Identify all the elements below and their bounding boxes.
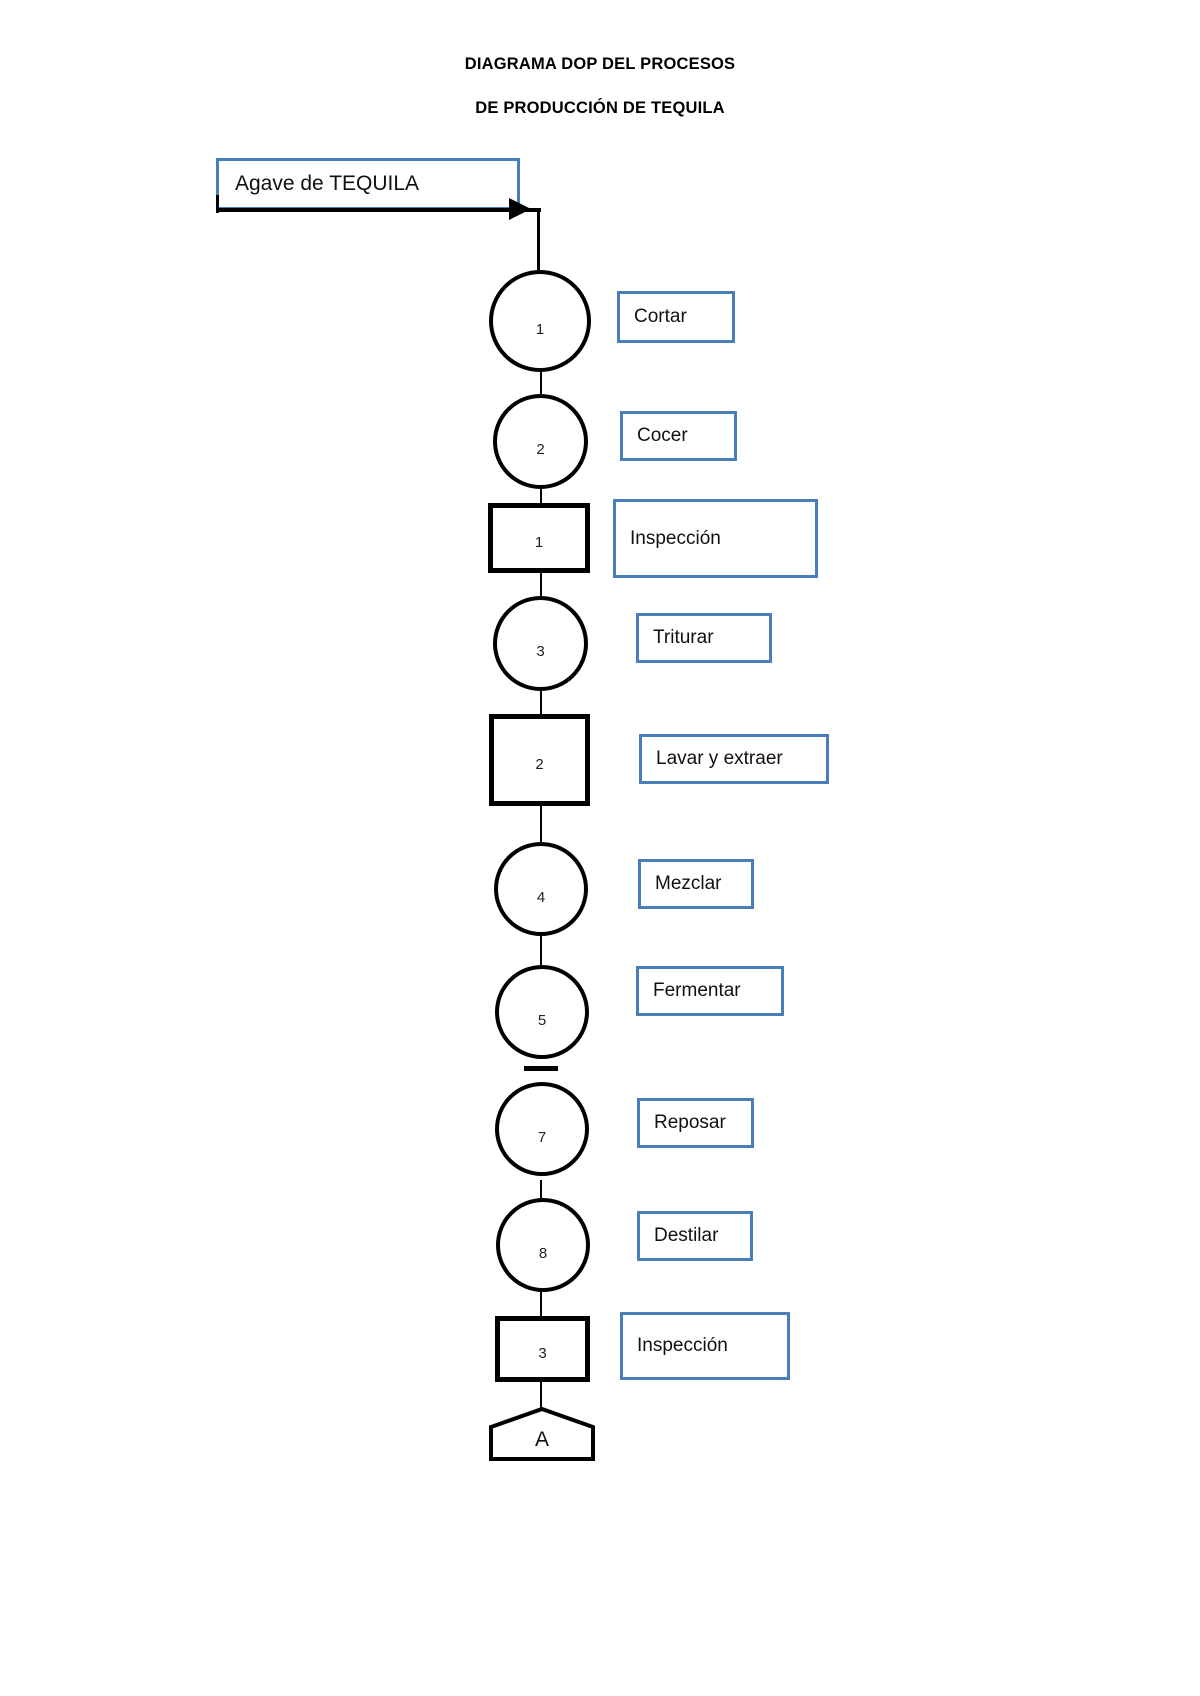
label-box-inspeccion-3[interactable]: Inspección <box>620 1312 790 1380</box>
operation-circle-4[interactable]: 4 <box>494 842 588 936</box>
label-box-reposar[interactable]: Reposar <box>637 1098 754 1148</box>
inspection-square-1[interactable]: 1 <box>488 503 590 573</box>
input-box-agave[interactable]: Agave de TEQUILA <box>216 158 520 210</box>
inspection-number-1: 1 <box>534 533 544 551</box>
operation-number-8: 8 <box>538 1244 548 1262</box>
operation-circle-8[interactable]: 8 <box>496 1198 590 1292</box>
connector-a-outline-icon <box>489 1406 595 1461</box>
label-text-fermentar: Fermentar <box>653 980 741 1001</box>
label-box-destilar[interactable]: Destilar <box>637 1211 753 1261</box>
label-box-inspeccion-1[interactable]: Inspección <box>613 499 818 578</box>
connector-line-insp1-3 <box>540 572 542 604</box>
label-text-cocer: Cocer <box>637 425 688 446</box>
page-title-line-2: DE PRODUCCIÓN DE TEQUILA <box>475 99 725 117</box>
label-text-destilar: Destilar <box>654 1225 719 1246</box>
connector-line-1-2 <box>540 368 542 400</box>
label-text-lavar-extraer: Lavar y extraer <box>656 748 783 769</box>
operation-circle-7[interactable]: 7 <box>495 1082 589 1176</box>
input-box-label: Agave de TEQUILA <box>235 172 420 195</box>
inspection-square-3[interactable]: 3 <box>495 1316 590 1382</box>
connector-line-7-8 <box>540 1180 542 1210</box>
arrow-horizontal-segment <box>217 208 541 212</box>
connector-a-letter: A <box>534 1428 549 1451</box>
inspection-number-2: 2 <box>535 755 544 773</box>
operation-number-3: 3 <box>536 643 545 660</box>
inspection-square-2[interactable]: 2 <box>489 714 590 806</box>
connector-line-insp2-4 <box>540 803 542 845</box>
label-text-inspeccion-1: Inspección <box>630 527 721 549</box>
operation-circle-5[interactable]: 5 <box>495 965 589 1059</box>
operation-circle-3[interactable]: 3 <box>493 596 588 691</box>
label-box-triturar[interactable]: Triturar <box>636 613 772 663</box>
label-text-inspeccion-3: Inspección <box>637 1335 728 1356</box>
operation-number-7: 7 <box>537 1128 547 1146</box>
operation-number-2: 2 <box>536 441 545 458</box>
label-text-triturar: Triturar <box>653 627 714 648</box>
label-box-fermentar[interactable]: Fermentar <box>636 966 784 1016</box>
connector-line-8-insp3 <box>540 1291 542 1318</box>
operation-number-5: 5 <box>537 1011 547 1029</box>
label-box-cortar[interactable]: Cortar <box>617 291 735 343</box>
operation-number-4: 4 <box>536 888 546 906</box>
label-text-cortar: Cortar <box>634 306 687 327</box>
label-box-cocer[interactable]: Cocer <box>620 411 737 461</box>
label-box-mezclar[interactable]: Mezclar <box>638 859 754 909</box>
connector-line-4-5 <box>540 934 542 968</box>
connector-dash-5-7 <box>524 1066 558 1071</box>
connector-line-3-insp2 <box>540 684 542 716</box>
label-text-mezclar: Mezclar <box>655 873 722 894</box>
operation-circle-2[interactable]: 2 <box>493 394 588 489</box>
page-title-line-1: DIAGRAMA DOP DEL PROCESOS <box>464 55 736 73</box>
connector-line-insp3-a <box>540 1376 542 1408</box>
inspection-number-3: 3 <box>538 1344 547 1362</box>
label-text-reposar: Reposar <box>654 1112 726 1133</box>
connector-shape-a[interactable]: A <box>487 1405 597 1463</box>
operation-circle-1[interactable]: 1 <box>489 270 591 372</box>
label-box-lavar-extraer[interactable]: Lavar y extraer <box>639 734 829 784</box>
arrow-vertical-segment <box>537 208 540 270</box>
arrow-head-icon <box>509 198 531 220</box>
arrow-start-tick <box>216 195 219 213</box>
operation-number-1: 1 <box>535 320 545 338</box>
